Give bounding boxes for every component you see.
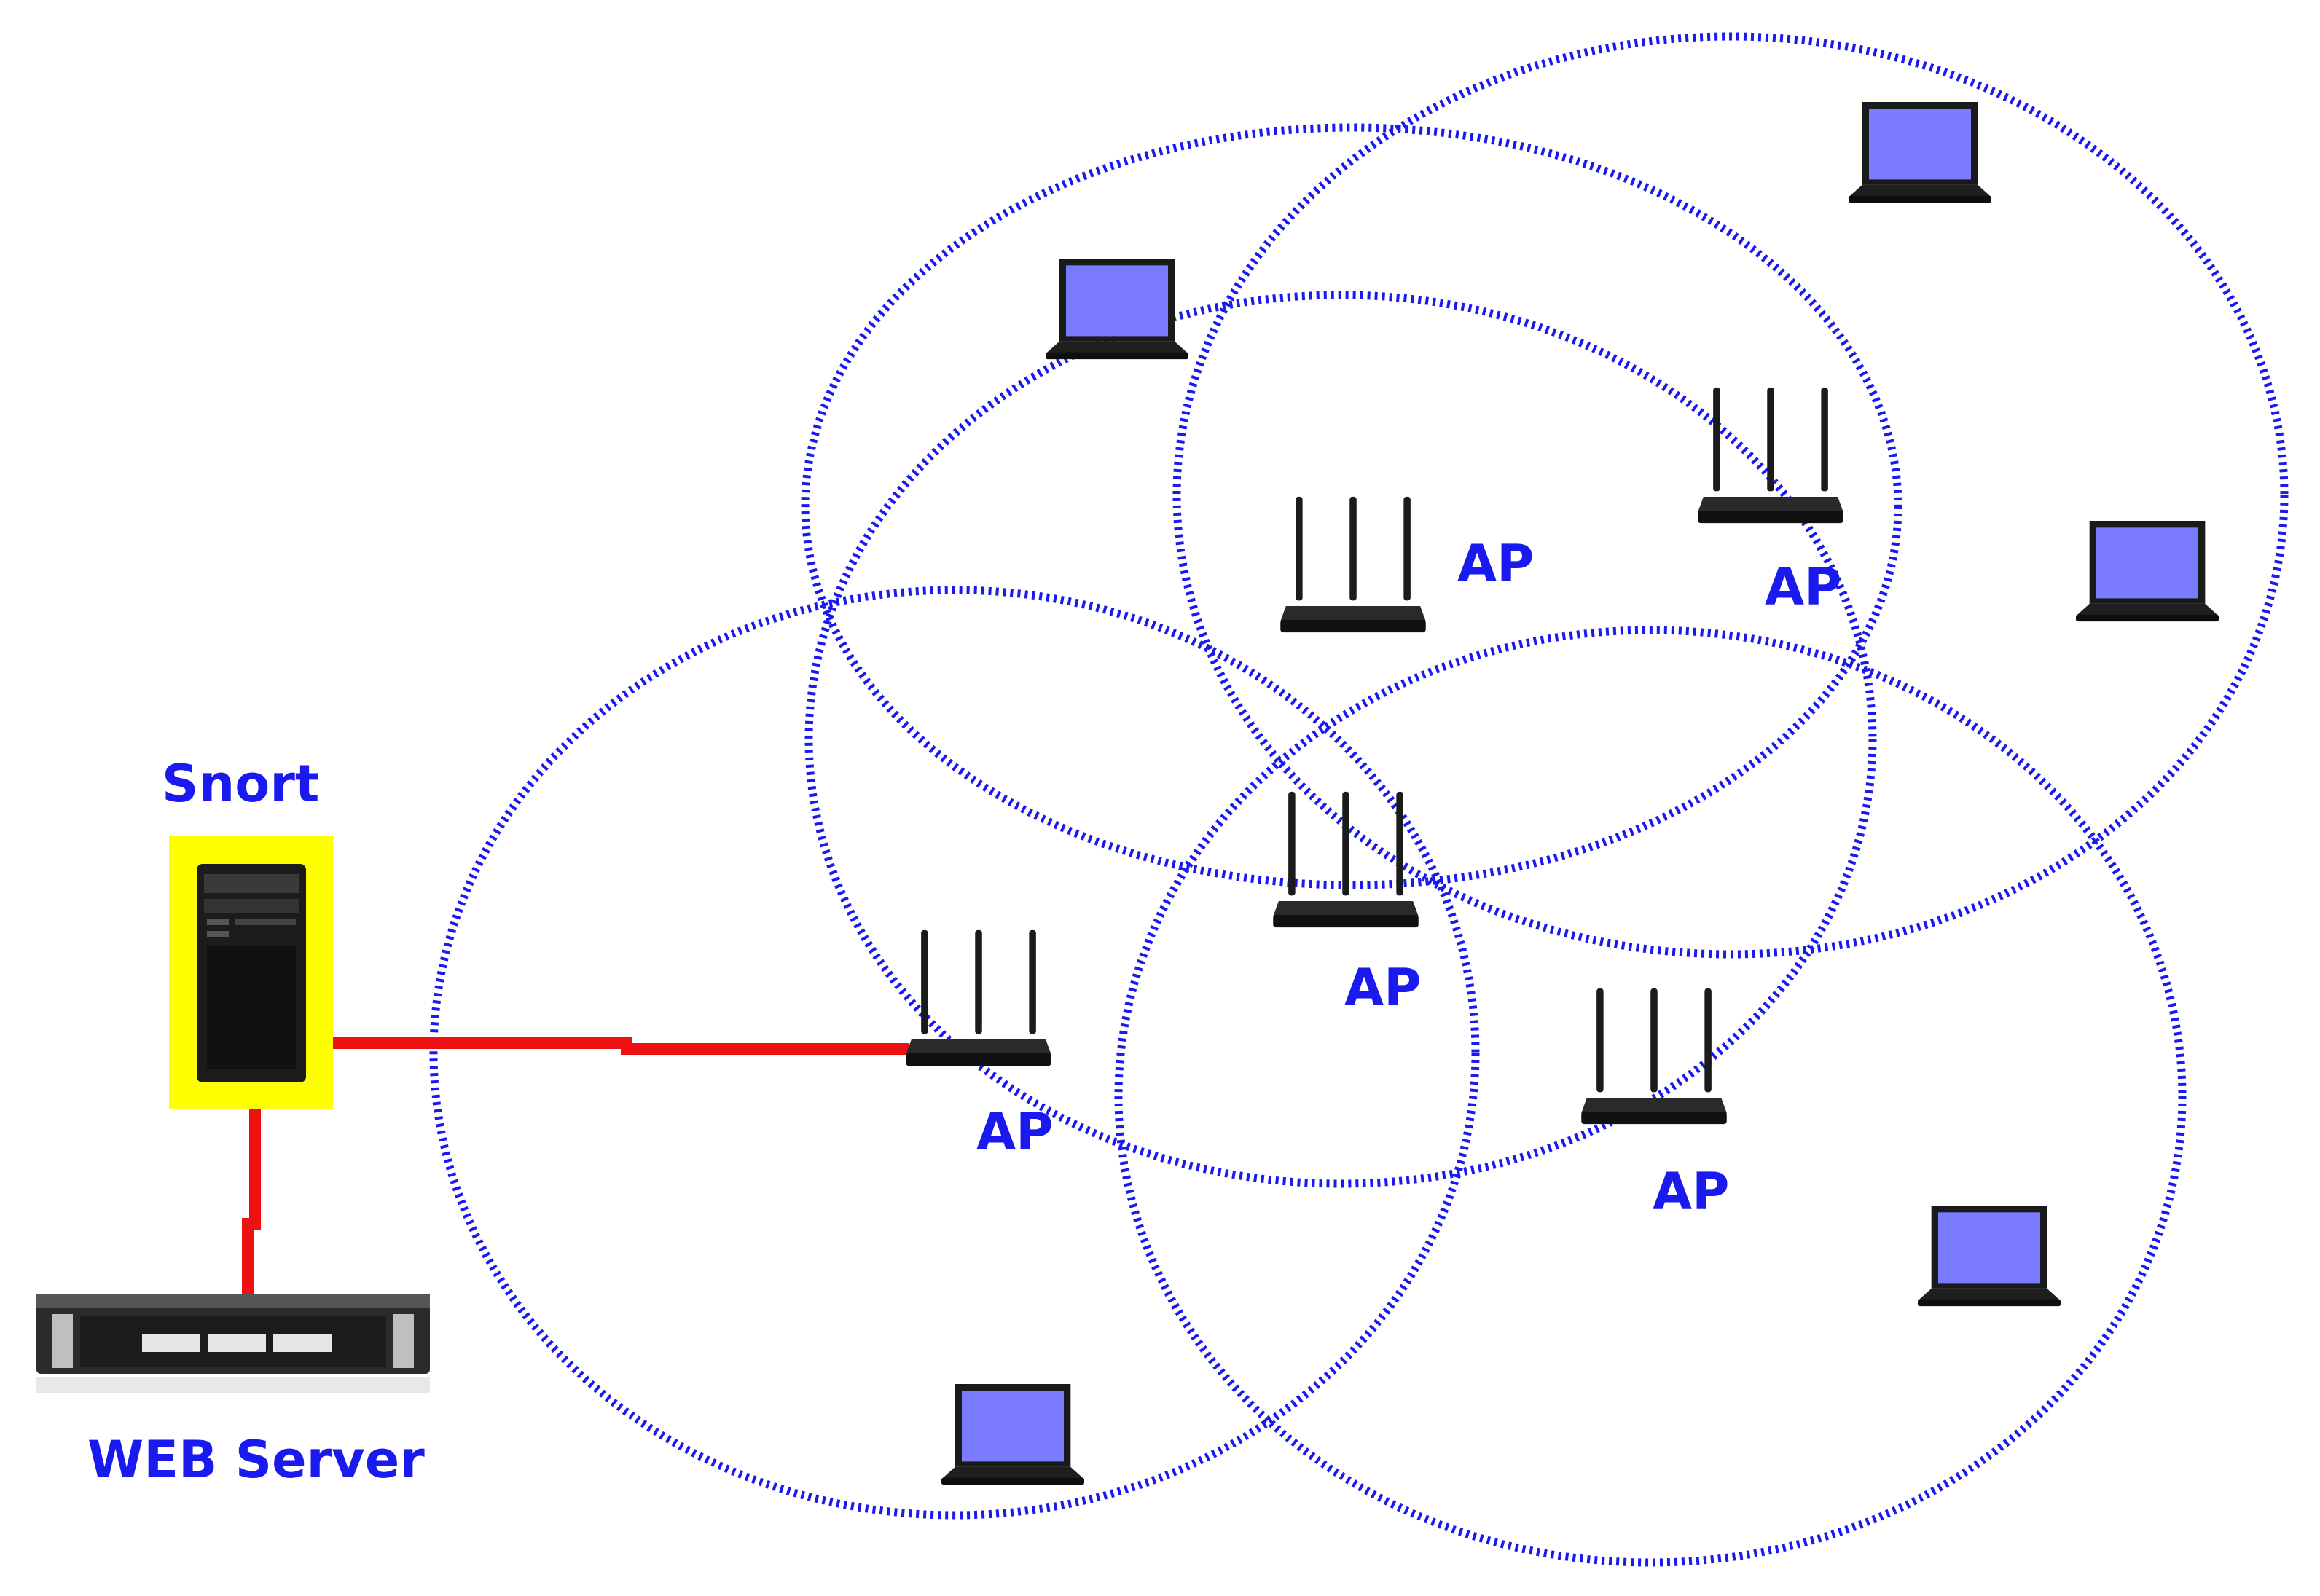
snort-host: Snort (162, 754, 333, 1109)
laptop-icon (1849, 102, 1991, 203)
coverage-ring-ap-2 (804, 291, 1877, 1188)
coverage-ring-ap-4 (1172, 32, 2289, 959)
tower-pc-icon (197, 864, 306, 1082)
wireless-router-icon (1273, 791, 1419, 928)
ap-label: AP (1653, 1162, 1729, 1222)
coverage-ring-ap-3 (801, 123, 1902, 889)
laptop-icon (1046, 259, 1188, 360)
wired-links (242, 1037, 909, 1302)
coverage-ring-ap-5 (1114, 626, 2187, 1567)
access-points: AP AP AP AP AP (906, 387, 1843, 1222)
cable-snort-to-ap (297, 1037, 909, 1055)
cable-snort-to-web-server (242, 1087, 261, 1302)
wireless-router-icon (906, 929, 1051, 1066)
ap-label: AP (976, 1102, 1053, 1162)
laptop-icon (2076, 521, 2219, 622)
coverage-ring-ap-1 (429, 586, 1480, 1520)
wireless-router-icon (1581, 988, 1727, 1125)
snort-label: Snort (162, 754, 319, 814)
ap-label: AP (1457, 534, 1534, 594)
laptop-icon (1918, 1206, 2061, 1307)
wireless-router-icon (1280, 496, 1426, 633)
wireless-router-icon (1698, 387, 1843, 524)
laptops (941, 102, 2219, 1485)
rack-server-icon (36, 1294, 430, 1393)
coverage-areas (429, 32, 2289, 1567)
web-server-label: WEB Server (87, 1430, 425, 1490)
ap-label: AP (1765, 557, 1841, 617)
laptop-icon (941, 1384, 1084, 1485)
ap-label: AP (1344, 958, 1421, 1018)
web-server: WEB Server (36, 1294, 430, 1490)
